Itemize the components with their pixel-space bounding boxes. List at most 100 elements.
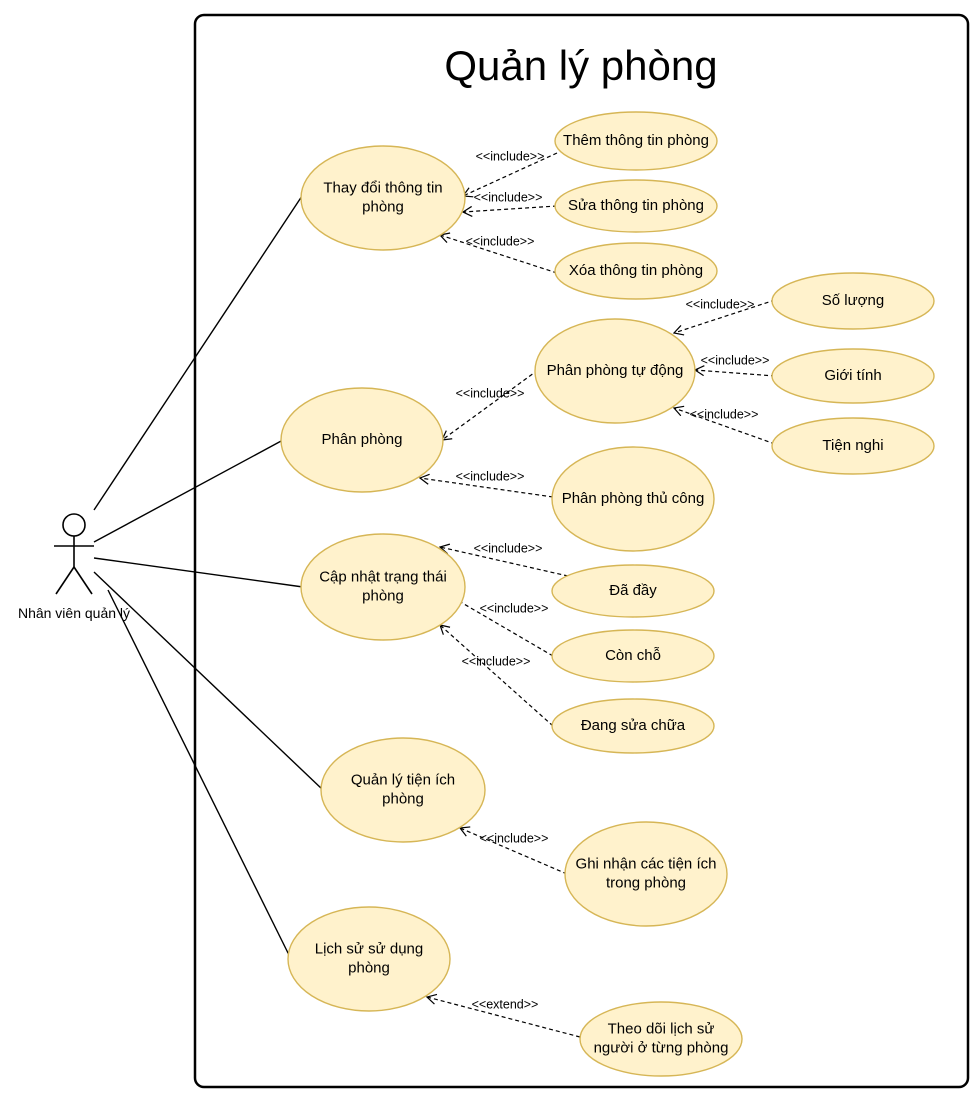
include-label: <<include>>: [474, 541, 543, 555]
association-line-uc-thay-doi: [93, 195, 303, 511]
use-case-ellipse: [287, 906, 451, 1012]
use-case-cap-nhat: Cập nhật trạng thái phòng: [300, 533, 466, 641]
use-case-sua: Sửa thông tin phòng: [554, 179, 718, 233]
use-case-label: Theo dõi lịch sử: [608, 1020, 715, 1037]
use-case-tien-nghi: Tiện nghi: [771, 417, 935, 475]
include-label: <<include>>: [480, 601, 549, 615]
use-case-gioi-tinh: Giới tính: [771, 348, 935, 404]
use-case-theo-doi: Theo dõi lịch sử người ở từng phòng: [579, 1001, 743, 1077]
include-line: [693, 365, 776, 377]
use-case-da-day: Đã đầy: [551, 564, 715, 618]
use-case-label: Tiện nghi: [822, 437, 883, 454]
include-label: <<include>>: [701, 353, 770, 367]
use-case-ellipse: [771, 272, 935, 330]
association-line-uc-tien-ich: [93, 571, 324, 791]
use-case-label: Số lượng: [822, 292, 884, 309]
use-case-them: Thêm thông tin phòng: [554, 111, 718, 171]
use-case-label: Còn chỗ: [605, 647, 661, 664]
include-line: [458, 826, 568, 875]
include-line: [672, 405, 776, 445]
use-case-ellipse: [320, 737, 486, 843]
include-label: <<include>>: [686, 297, 755, 311]
actor-stick-figure: [54, 513, 94, 595]
include-line: [441, 369, 539, 441]
use-case-ellipse: [551, 564, 715, 618]
include-line: [438, 589, 554, 657]
use-case-ellipse: [771, 417, 935, 475]
use-case-label: Lịch sử sử dụng: [315, 940, 423, 957]
relationship-lines: <<include>> <<include>> <<include>> <<inclu…: [418, 149, 776, 1038]
include-label: <<include>>: [466, 234, 535, 248]
system-title: Quản lý phòng: [444, 42, 717, 89]
extend-line: [425, 993, 581, 1038]
use-case-phan-phong: Phân phòng: [280, 387, 444, 493]
use-case-label: Ghi nhận các tiện ích: [576, 855, 717, 872]
include-label: <<include>>: [456, 386, 525, 400]
include-line: [439, 624, 554, 727]
use-case-ellipse: [551, 446, 715, 552]
use-case-con-cho: Còn chỗ: [551, 629, 715, 683]
use-case-ellipse: [300, 145, 466, 251]
use-case-tien-ich: Quản lý tiện ích phòng: [320, 737, 486, 843]
association-line-uc-phan-phong: [93, 439, 284, 543]
use-case-label: phòng: [362, 587, 404, 604]
include-line: [672, 299, 776, 336]
include-label: <<include>>: [476, 149, 545, 163]
actor-right-leg: [73, 566, 93, 595]
include-line: [461, 205, 558, 217]
use-case-label: Đang sửa chữa: [581, 717, 686, 734]
use-case-label: trong phòng: [606, 874, 686, 891]
association-lines: [93, 195, 324, 958]
use-case-label: Phân phòng thủ công: [562, 490, 705, 507]
actor-head: [62, 513, 86, 537]
use-case-thu-cong: Phân phòng thủ công: [551, 446, 715, 552]
use-case-xoa: Xóa thông tin phòng: [554, 242, 718, 300]
use-case-ellipse: [551, 629, 715, 683]
use-case-ellipse: [300, 533, 466, 641]
use-case-label: Phân phòng: [322, 431, 403, 448]
use-case-ellipse: [551, 698, 715, 754]
use-case-label: phòng: [348, 959, 390, 976]
use-case-label: Sửa thông tin phòng: [568, 197, 704, 214]
use-case-label: Cập nhật trạng thái: [319, 568, 447, 585]
association-line-uc-cap-nhat: [93, 557, 304, 588]
use-case-label: Thêm thông tin phòng: [563, 132, 709, 149]
use-case-ellipse: [554, 111, 718, 171]
association-line-uc-lich-su: [107, 589, 291, 958]
use-case-ellipse: [534, 318, 696, 424]
use-case-label: phòng: [382, 790, 424, 807]
use-case-thay-doi: Thay đổi thông tin phòng: [300, 145, 466, 251]
use-case-ellipse: [579, 1001, 743, 1077]
use-case-label: Giới tính: [824, 367, 881, 384]
use-case-ellipse: [554, 179, 718, 233]
include-line: [418, 473, 554, 498]
use-case-dang-sua: Đang sửa chữa: [551, 698, 715, 754]
use-case-ellipse: [280, 387, 444, 493]
actor-left-leg: [55, 566, 75, 595]
extend-label: <<extend>>: [472, 997, 539, 1011]
include-label: <<include>>: [474, 190, 543, 204]
include-label: <<include>>: [690, 407, 759, 421]
include-line: [461, 152, 558, 198]
use-case-label: Quản lý tiện ích: [351, 771, 455, 788]
use-case-label: Đã đầy: [609, 582, 657, 599]
use-case-label: phòng: [362, 198, 404, 215]
actor-label: Nhân viên quản lý: [18, 605, 130, 621]
use-case-ellipse: [564, 821, 728, 927]
use-cases: Thay đổi thông tin phòng Thêm thông tin ph…: [280, 111, 935, 1077]
use-case-label: Phân phòng tự động: [547, 362, 684, 379]
use-case-so-luong: Số lượng: [771, 272, 935, 330]
use-case-label: người ở từng phòng: [594, 1039, 729, 1056]
include-label: <<include>>: [462, 654, 531, 668]
use-case-tu-dong: Phân phòng tự động: [534, 318, 696, 424]
use-case-label: Thay đổi thông tin: [323, 179, 442, 196]
use-case-ellipse: [771, 348, 935, 404]
use-case-ellipse: [554, 242, 718, 300]
use-case-lich-su: Lịch sử sử dụng phòng: [287, 906, 451, 1012]
include-label: <<include>>: [480, 831, 549, 845]
include-line: [438, 543, 569, 577]
use-case-ghi-nhan: Ghi nhận các tiện ích trong phòng: [564, 821, 728, 927]
use-case-label: Xóa thông tin phòng: [569, 262, 703, 279]
include-label: <<include>>: [456, 469, 525, 483]
